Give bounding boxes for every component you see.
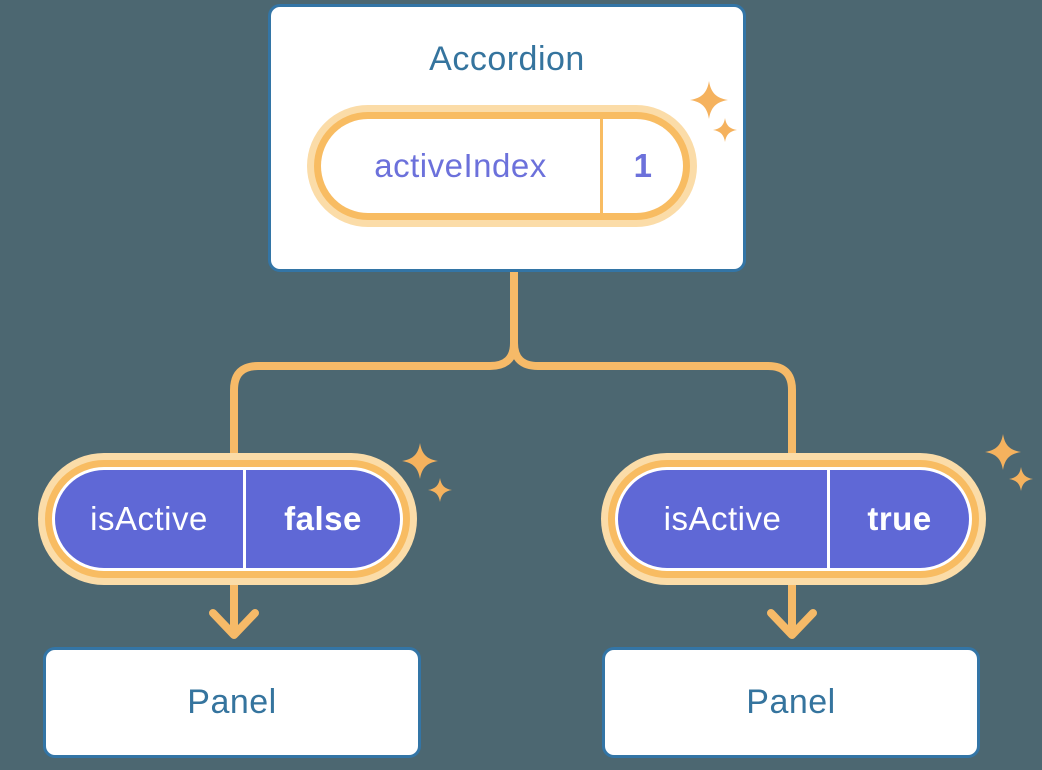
prop-pill-left-value: false	[284, 500, 362, 537]
prop-pill-right-label: isActive	[663, 500, 782, 537]
state-pill: activeIndex 1	[321, 119, 683, 213]
sparkle-icon	[985, 434, 1021, 470]
down-arrow-right-icon	[767, 609, 817, 639]
sparkle-icon	[402, 443, 438, 479]
sparkle-icon	[1009, 467, 1033, 491]
panel-left-title: Panel	[187, 683, 277, 721]
accordion-node: Accordion activeIndex 1	[268, 4, 746, 272]
panel-right-title: Panel	[746, 683, 836, 721]
prop-pill-right-divider	[827, 470, 830, 568]
prop-pill-right-value: true	[867, 500, 932, 537]
prop-pill-right: isActive true	[618, 470, 969, 568]
panel-node-left: Panel	[43, 647, 421, 758]
panel-node-right: Panel	[602, 647, 980, 758]
connector-left-branch	[230, 267, 518, 632]
prop-pill-left: isActive false	[55, 470, 400, 568]
state-pill-label: activeIndex	[374, 147, 547, 184]
prop-pill-left-label: isActive	[90, 500, 208, 537]
accordion-title: Accordion	[429, 40, 585, 78]
sparkle-icon	[428, 478, 452, 502]
state-pill-divider	[600, 119, 603, 213]
down-arrow-left-icon	[209, 609, 259, 639]
connector-right-branch	[510, 267, 796, 632]
state-pill-value: 1	[633, 147, 653, 184]
